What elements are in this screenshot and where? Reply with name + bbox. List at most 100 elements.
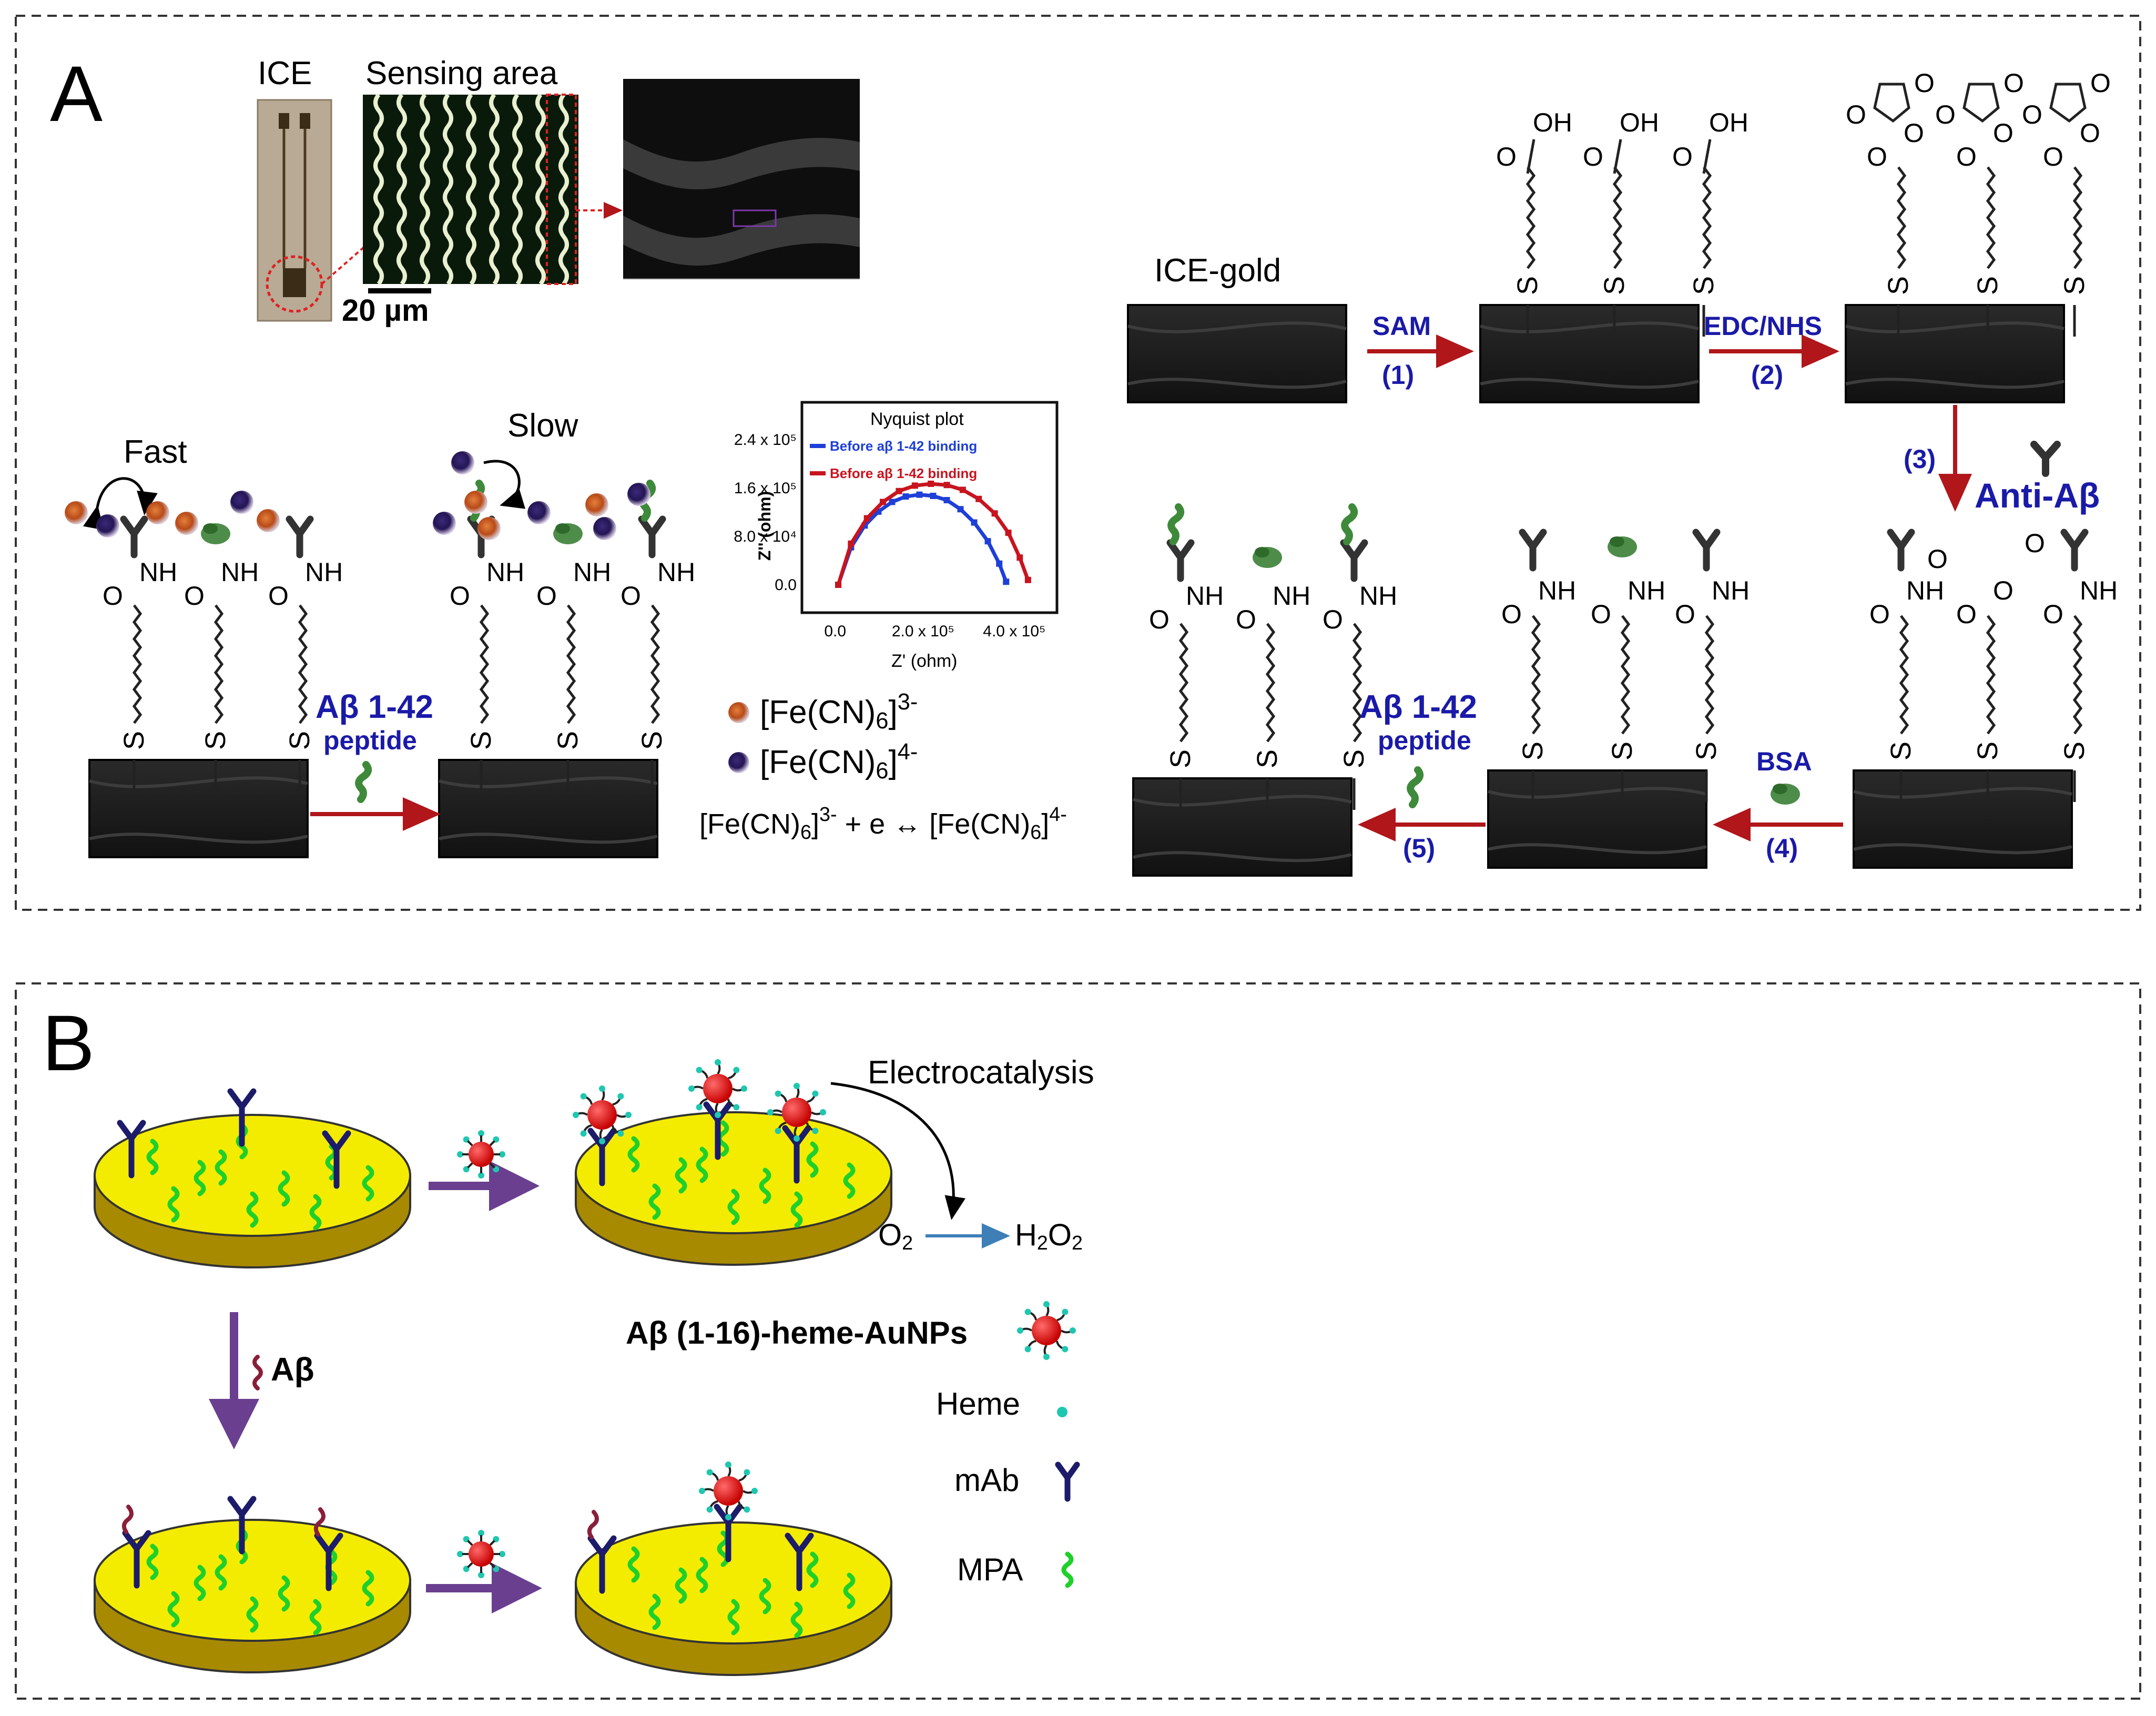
atom-label: O — [1927, 544, 1948, 574]
abeta-step-icon — [252, 1355, 263, 1390]
gold-electrode-block — [1132, 777, 1352, 877]
antibody-icon — [1692, 529, 1721, 572]
antibody-icon — [1887, 529, 1915, 572]
ferricyanide-ion — [477, 517, 501, 540]
atom-label: O — [2090, 68, 2111, 98]
step-peptide-label: peptide — [1378, 726, 1471, 755]
atom-label: O — [1869, 600, 1890, 629]
gold-electrode-block — [1845, 304, 2065, 403]
gold-electrode-block — [1479, 304, 1700, 403]
atom-label: O — [1956, 600, 1977, 629]
ferricyanide-ion — [146, 501, 169, 524]
mpa-icon — [215, 1554, 227, 1591]
panel-b-arrows — [209, 1161, 542, 1613]
aunp-icon — [767, 1083, 826, 1142]
mpa-icon — [215, 1149, 227, 1186]
nyquist-y-tick: 1.6 x 10⁵ — [734, 480, 797, 497]
antibody-icon — [1166, 539, 1195, 582]
nyquist-data-point — [943, 482, 950, 489]
electrocatalysis-label: Electrocatalysis — [868, 1054, 1094, 1091]
nyquist-title: Nyquist plot — [870, 409, 964, 429]
mpa-icon — [790, 1601, 803, 1638]
mab-icon — [785, 1532, 814, 1591]
mab-icon — [703, 1101, 733, 1160]
mpa-icon — [146, 1139, 159, 1175]
ferrocyanide-ion — [527, 501, 551, 524]
legend-mpa-label: MPA — [957, 1552, 1023, 1587]
nyquist-x-tick: 4.0 x 10⁵ — [983, 623, 1045, 640]
atom-label: O — [1501, 600, 1522, 629]
mpa-icon — [309, 1599, 322, 1636]
nyquist-data-point — [889, 499, 896, 505]
sulfur-label: S — [1972, 276, 2004, 295]
atom-label: O — [1914, 68, 1935, 98]
mpa-icon — [246, 1191, 259, 1228]
atom-label: O — [1591, 600, 1611, 629]
mpa-icon — [648, 1593, 661, 1630]
antibody-icon — [2030, 441, 2061, 477]
mab-icon — [122, 1530, 151, 1589]
legend-heme-label: Heme — [936, 1386, 1020, 1421]
electrocatalysis-arrow — [830, 1082, 966, 1220]
ice-label: ICE — [258, 55, 312, 92]
nyquist-frame — [800, 401, 1059, 614]
nyquist-data-point — [848, 540, 855, 547]
sulfur-label: S — [636, 731, 668, 750]
nyquist-data-point — [902, 493, 909, 500]
mab-icon — [314, 1532, 343, 1591]
slow-exchange-arrow — [483, 460, 526, 509]
nyquist-legend-red: Before aβ 1-42 binding — [830, 465, 977, 481]
mpa-icon — [278, 1575, 290, 1612]
aunp-reagent-icon — [457, 1130, 505, 1179]
step-sam-label: SAM — [1372, 311, 1431, 341]
scale-bar-label: 20 µm — [342, 293, 429, 328]
bsa-icon — [201, 523, 230, 544]
atom-label: O — [1675, 600, 1695, 629]
atom-label: NH — [221, 557, 259, 587]
ferrocyanide-ion — [451, 451, 474, 474]
gold-electrode-block — [438, 759, 658, 858]
nyquist-data-point — [971, 519, 978, 526]
sulfur-label: S — [1599, 276, 1630, 295]
mpa-icon — [362, 1570, 374, 1607]
mpa-icon — [194, 1160, 206, 1196]
atom-label: O — [2025, 529, 2045, 558]
nyquist-legend: Before aβ 1-42 binding Before aβ 1-42 bi… — [810, 438, 977, 481]
mpa-icon — [278, 1170, 290, 1207]
anti-abeta-label: Anti-Aβ — [1975, 476, 2100, 515]
atom-label: O — [1149, 605, 1169, 634]
nyquist-data-point — [1016, 554, 1023, 561]
abeta-icon — [587, 1510, 599, 1539]
ferrocyanide-ion — [627, 483, 650, 506]
mab-legend-icon — [1055, 1461, 1080, 1502]
nyquist-data-point — [1003, 578, 1010, 585]
atom-label: O — [1236, 605, 1256, 634]
nyquist-data-point — [911, 482, 918, 489]
gold-disk-electrode — [573, 1059, 892, 1266]
mpa-legend-icon — [1061, 1551, 1074, 1588]
sulfur-label: S — [1688, 276, 1720, 295]
zoomed-electrode-image — [623, 79, 860, 279]
antibody-icon — [286, 515, 314, 559]
nyquist-data-point — [928, 480, 934, 487]
ferricyanide-ion — [585, 493, 608, 516]
ferricyanide-ion — [464, 491, 487, 514]
atom-label: OH — [1533, 108, 1572, 137]
sulfur-label: S — [118, 731, 150, 750]
ferrocyanide-ion — [433, 512, 456, 535]
nyquist-data-point — [996, 560, 1003, 567]
fast-label: Fast — [124, 434, 187, 470]
mpa-icon — [696, 1146, 708, 1183]
mab-icon — [227, 1496, 257, 1555]
step-5-label: (5) — [1403, 834, 1435, 863]
ferricyanide-ion — [65, 501, 88, 524]
step-edc-label: EDC/NHS — [1704, 311, 1822, 341]
